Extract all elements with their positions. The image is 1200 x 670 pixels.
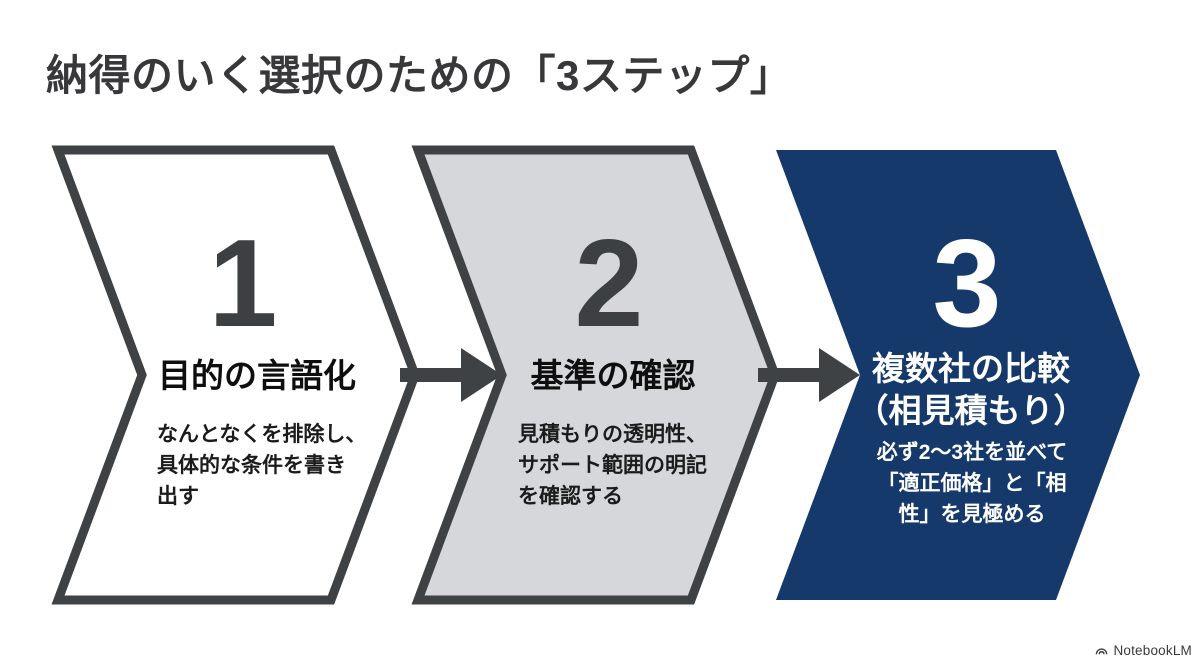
step-3-heading-line: 複数社の比較	[872, 350, 1070, 387]
arrow-right-icon	[400, 348, 502, 402]
step-2-heading: 基準の確認	[530, 357, 696, 394]
arrow-right-icon	[758, 348, 860, 402]
step-3-description-line: 「適正価格」と「相	[877, 472, 1067, 495]
step-3-description-line: 必ず2〜3社を並べて	[876, 441, 1068, 464]
step-1-heading: 目的の言語化	[158, 357, 356, 394]
step-1-description-line: 出す	[157, 485, 199, 508]
step-3-heading-line: （相見積もり）	[855, 392, 1087, 429]
brand-footer: NotebookLM	[1094, 643, 1192, 658]
step-2-number: 2	[574, 215, 644, 353]
step-3-heading: 複数社の比較 （相見積もり）	[826, 348, 1116, 432]
chevron-step-1	[51, 145, 420, 605]
step-1-description: なんとなくを排除し、 具体的な条件を書き 出す	[157, 419, 377, 512]
step-2-description: 見積もりの透明性、 サポート範囲の明記 を確認する	[518, 419, 738, 512]
step-1-number: 1	[208, 215, 278, 353]
brand-name: NotebookLM	[1113, 643, 1192, 658]
notebooklm-logo-icon	[1096, 648, 1108, 655]
step-2-description-line: サポート範囲の明記	[518, 454, 707, 477]
step-3-description: 必ず2〜3社を並べて 「適正価格」と「相 性」を見極める	[846, 437, 1098, 530]
page-title: 納得のいく選択のための「3ステップ」	[46, 52, 793, 99]
chevron-step-3	[776, 150, 1140, 600]
step-1-description-line: なんとなくを排除し、	[157, 423, 367, 446]
step-1-description-line: 具体的な条件を書き	[157, 454, 346, 477]
step-2-description-line: 見積もりの透明性、	[518, 423, 707, 446]
step-3-number: 3	[932, 215, 1002, 353]
step-2-description-line: を確認する	[518, 485, 623, 508]
step-3-description-line: 性」を見極める	[898, 503, 1046, 526]
